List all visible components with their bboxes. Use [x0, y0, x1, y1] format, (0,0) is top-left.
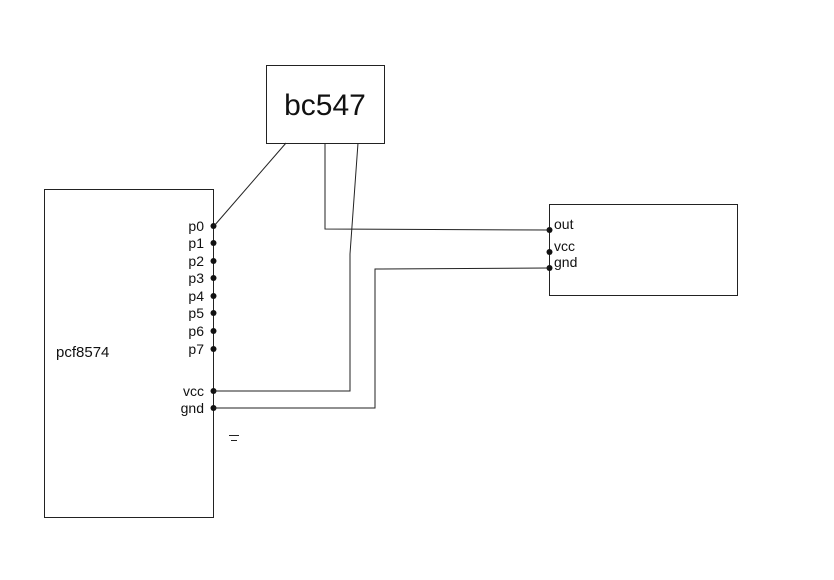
ic-pin-vcc-label: vcc	[183, 383, 204, 399]
ic-pin-vcc-dot[interactable]	[210, 388, 217, 394]
ground-icon	[229, 435, 239, 441]
ic-pin-p3-label: p3	[188, 270, 204, 286]
ic-pin-p5-dot[interactable]	[210, 310, 217, 316]
wire-out[interactable]	[324, 143, 550, 231]
module-pin-gnd-dot[interactable]	[546, 265, 553, 271]
module-pin-out-label: out	[554, 216, 574, 232]
wire-gnd[interactable]	[214, 267, 550, 409]
ic-pin-p2-label: p2	[188, 253, 204, 269]
wire-vcc[interactable]	[214, 142, 359, 392]
pcf8574-label: pcf8574	[56, 344, 109, 361]
wire-base-p0[interactable]	[213, 142, 287, 227]
module-pin-vcc-label: vcc	[554, 238, 575, 254]
bc547-box[interactable]	[266, 65, 385, 144]
module-pin-vcc-dot[interactable]	[546, 249, 553, 255]
ic-pin-p4-label: p4	[188, 288, 204, 304]
ic-pin-p6-label: p6	[188, 323, 204, 339]
ic-pin-p4-dot[interactable]	[210, 293, 217, 299]
ic-pin-p7-dot[interactable]	[210, 346, 217, 352]
ic-pin-gnd-dot[interactable]	[210, 405, 217, 411]
ic-pin-p7-label: p7	[188, 341, 204, 357]
ic-pin-p3-dot[interactable]	[210, 275, 217, 281]
ic-pin-gnd-label: gnd	[181, 400, 204, 416]
pcf8574-box[interactable]	[44, 189, 214, 518]
module-box[interactable]	[549, 204, 738, 296]
ic-pin-p1-label: p1	[188, 235, 204, 251]
ic-pin-p5-label: p5	[188, 305, 204, 321]
ic-pin-p1-dot[interactable]	[210, 240, 217, 246]
ic-pin-p0-label: p0	[188, 218, 204, 234]
module-pin-gnd-label: gnd	[554, 254, 577, 270]
ic-pin-p2-dot[interactable]	[210, 258, 217, 264]
bc547-label: bc547	[284, 89, 366, 122]
ic-pin-p6-dot[interactable]	[210, 328, 217, 334]
module-pin-out-dot[interactable]	[546, 227, 553, 233]
